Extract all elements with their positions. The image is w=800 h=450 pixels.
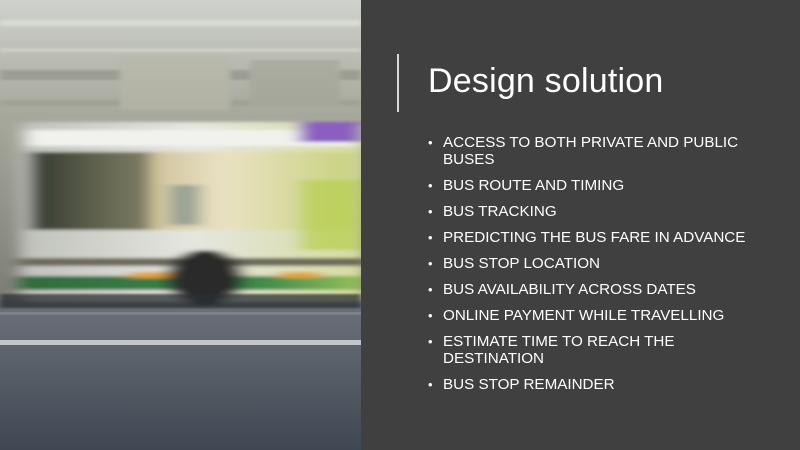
- bullet-item: • BUS STOP LOCATION: [428, 255, 778, 272]
- bullet-text: BUS ROUTE AND TIMING: [443, 177, 625, 194]
- bullet-dot-icon: •: [428, 230, 433, 245]
- bullet-dot-icon: •: [428, 178, 433, 193]
- bullet-dot-icon: •: [428, 204, 433, 219]
- bullet-item: • ACCESS TO BOTH PRIVATE AND PUBLIC BUSES: [428, 134, 778, 168]
- bullet-text: BUS TRACKING: [443, 203, 557, 220]
- bullet-dot-icon: •: [428, 135, 433, 150]
- bullet-dot-icon: •: [428, 308, 433, 323]
- bullet-item: • ESTIMATE TIME TO REACH THE DESTINATION: [428, 333, 778, 367]
- bullet-list: • ACCESS TO BOTH PRIVATE AND PUBLIC BUSES…: [428, 134, 778, 402]
- bullet-item: • BUS ROUTE AND TIMING: [428, 177, 778, 194]
- slide-title: Design solution: [428, 62, 664, 100]
- bullet-item: • BUS AVAILABILITY ACROSS DATES: [428, 281, 778, 298]
- bullet-item: • BUS STOP REMAINDER: [428, 376, 778, 393]
- bullet-dot-icon: •: [428, 282, 433, 297]
- content-panel: [361, 0, 800, 450]
- bullet-text: BUS STOP LOCATION: [443, 255, 600, 272]
- title-accent-line: [397, 54, 399, 112]
- bullet-dot-icon: •: [428, 377, 433, 392]
- bullet-text: BUS AVAILABILITY ACROSS DATES: [443, 281, 696, 298]
- bus-photo: [0, 0, 361, 450]
- bullet-item: • BUS TRACKING: [428, 203, 778, 220]
- bullet-item: • ONLINE PAYMENT WHILE TRAVELLING: [428, 307, 778, 324]
- bullet-text: ACCESS TO BOTH PRIVATE AND PUBLIC BUSES: [443, 134, 739, 168]
- bullet-text: BUS STOP REMAINDER: [443, 376, 615, 393]
- bullet-text: ONLINE PAYMENT WHILE TRAVELLING: [443, 307, 725, 324]
- bullet-dot-icon: •: [428, 256, 433, 271]
- bullet-item: • PREDICTING THE BUS FARE IN ADVANCE: [428, 229, 778, 246]
- bus-photo-illustration: [0, 0, 361, 450]
- bullet-text: PREDICTING THE BUS FARE IN ADVANCE: [443, 229, 746, 246]
- bullet-dot-icon: •: [428, 334, 433, 349]
- bullet-text: ESTIMATE TIME TO REACH THE DESTINATION: [443, 333, 675, 367]
